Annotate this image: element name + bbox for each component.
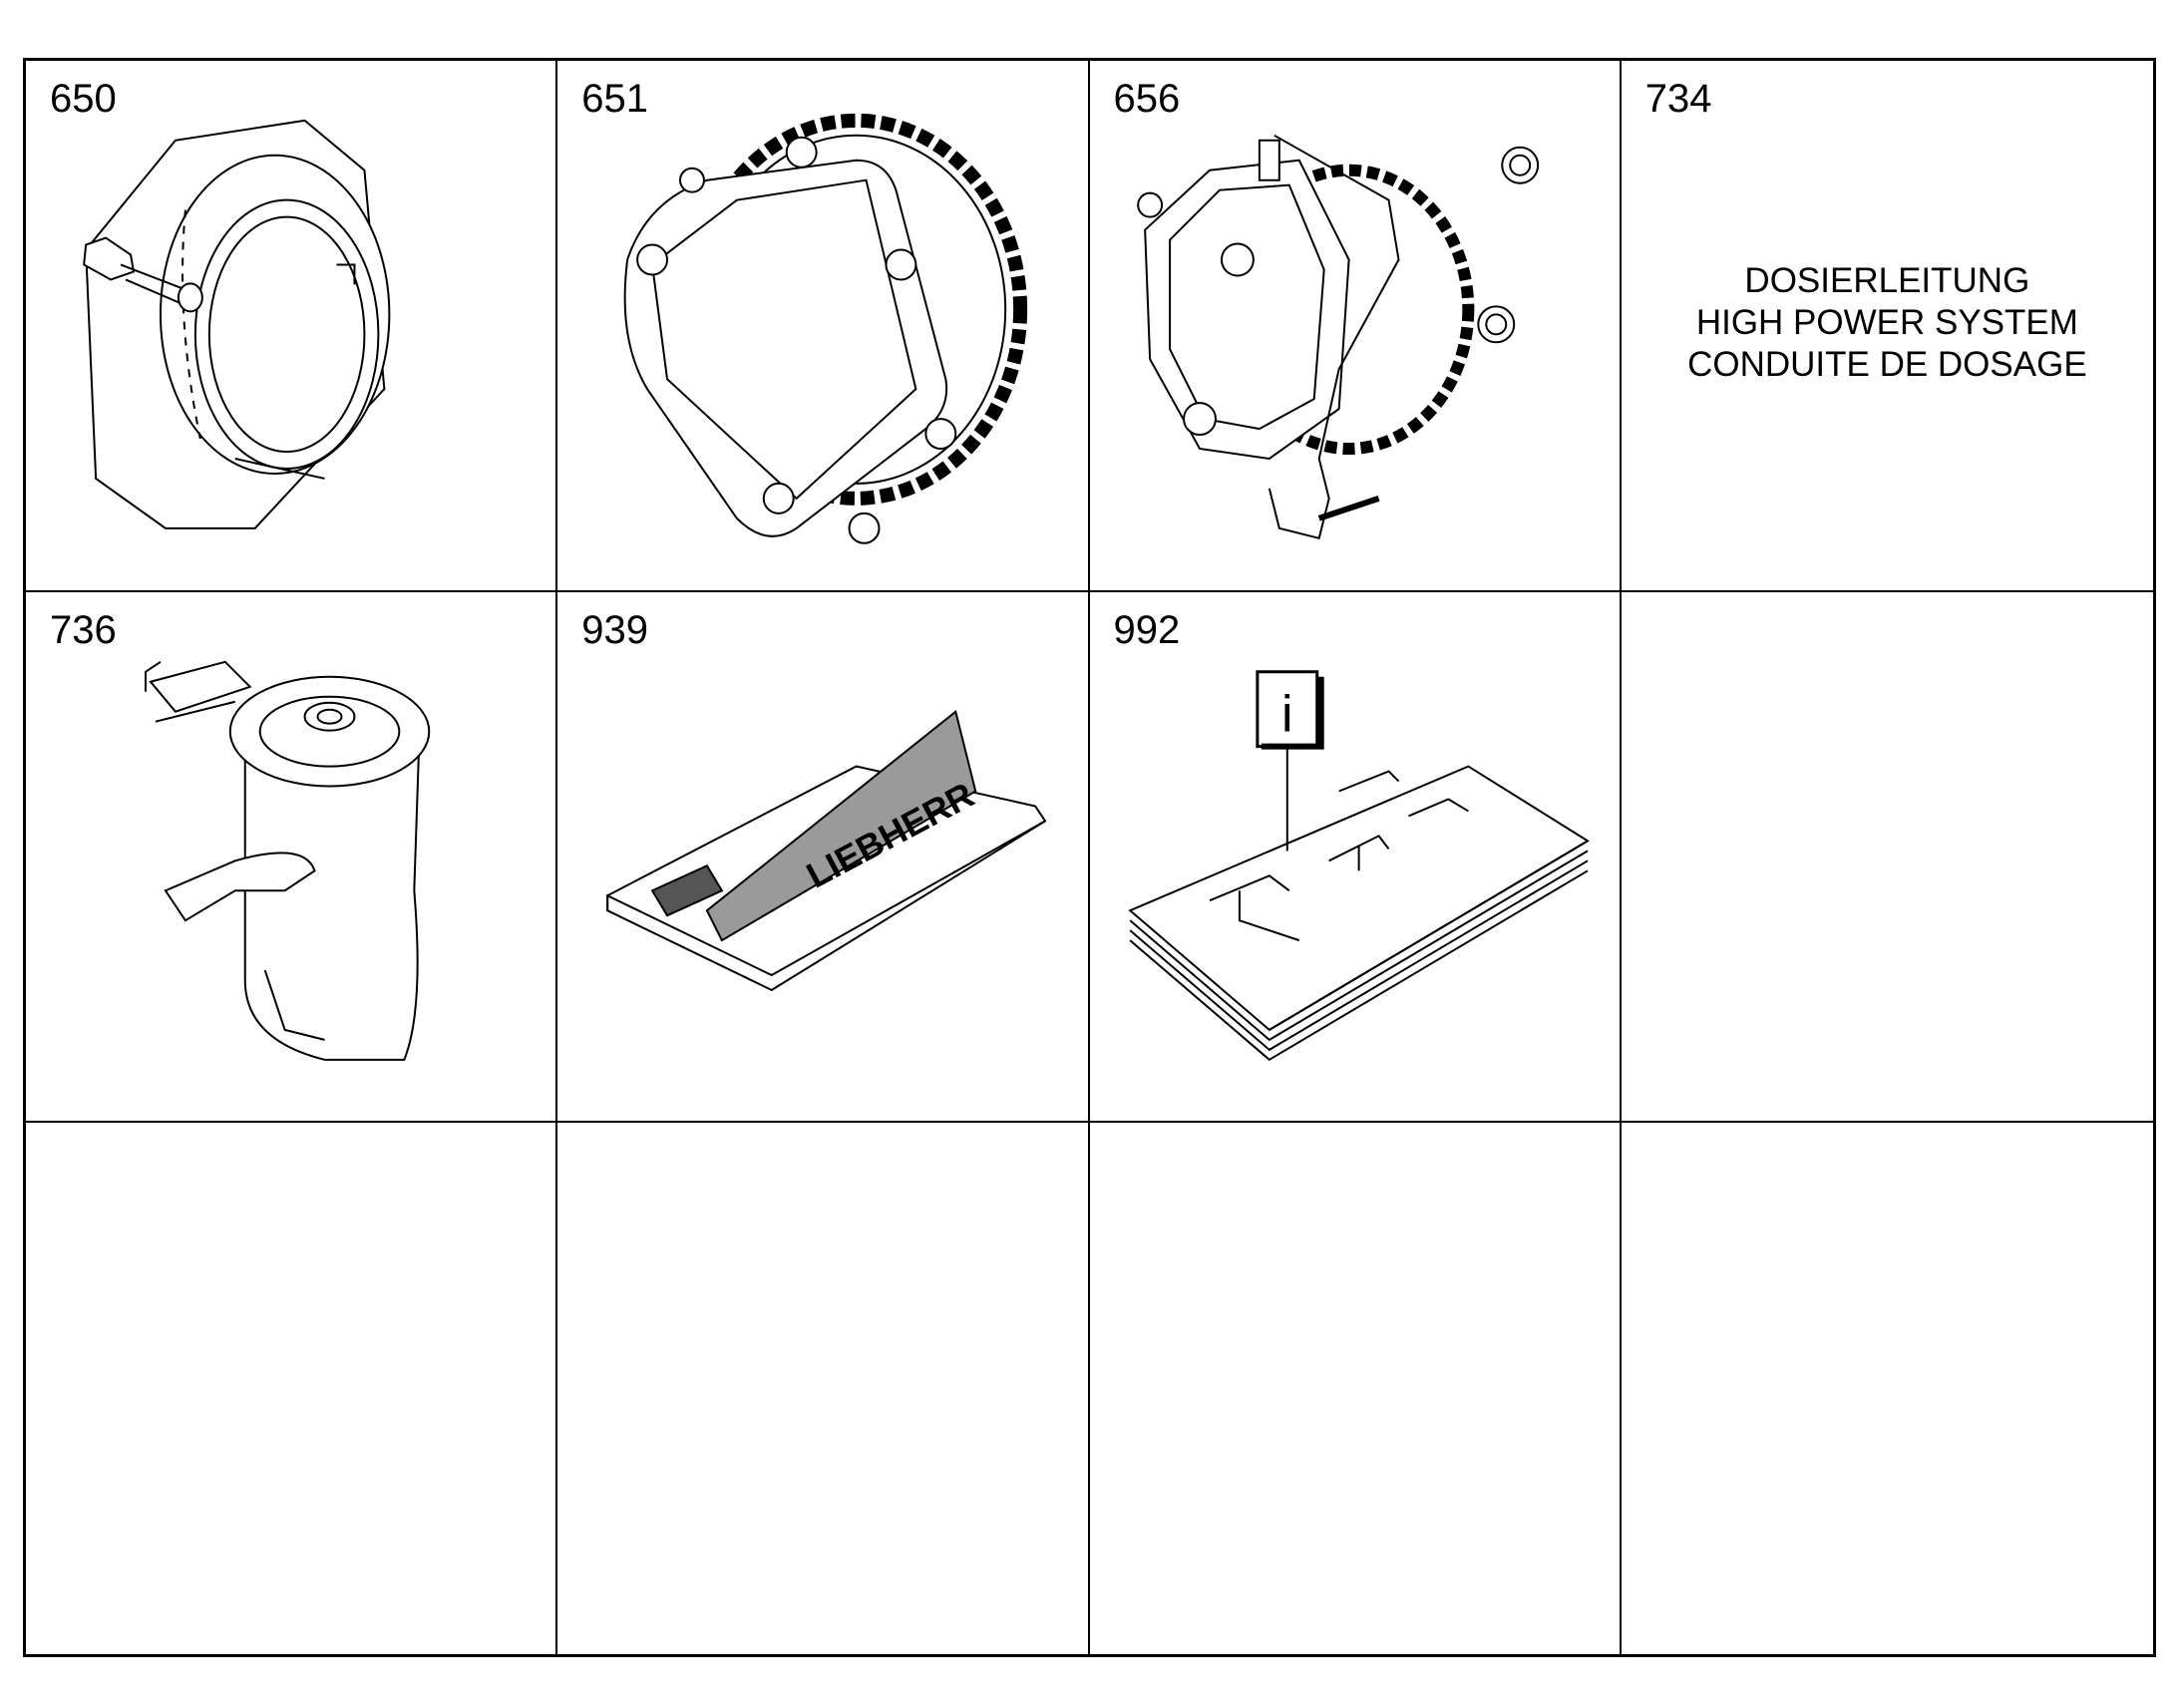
part-cell-734[interactable]: 734 DOSIERLEITUNG HIGH POWER SYSTEM COND…: [1621, 61, 2153, 592]
part-number: 651: [581, 77, 648, 121]
empty-cell: [26, 1123, 558, 1654]
part-cell-992[interactable]: 992 i: [1089, 591, 1622, 1124]
description-line-en: HIGH POWER SYSTEM: [1695, 303, 2078, 342]
liebherr-parts-box-icon: LIEBHERR: [557, 592, 1087, 1122]
part-number: 734: [1644, 77, 1712, 121]
part-cell-736[interactable]: 736: [26, 591, 558, 1124]
parts-grid: 650 651: [23, 58, 2156, 1657]
part-cell-939[interactable]: 939 LIEBHERR: [557, 591, 1090, 1124]
part-number: 939: [581, 607, 648, 652]
info-glyph: i: [1281, 684, 1293, 742]
empty-cell: [557, 1123, 1090, 1654]
part-cell-656[interactable]: 656: [1089, 61, 1622, 592]
empty-cell: [1090, 1123, 1622, 1654]
pump-assembly-icon: [1090, 61, 1620, 590]
documentation-info-icon: i: [1090, 592, 1620, 1122]
part-description: DOSIERLEITUNG HIGH POWER SYSTEM CONDUITE…: [1622, 260, 2153, 386]
empty-cell: [1622, 1123, 2153, 1654]
description-line-de: DOSIERLEITUNG: [1744, 261, 2030, 300]
gear-pump-cover-icon: [557, 61, 1087, 590]
part-number: 656: [1113, 77, 1181, 121]
empty-cell: [1621, 592, 2153, 1124]
part-cell-650[interactable]: 650: [26, 61, 558, 592]
bearing-housing-icon: [26, 61, 555, 590]
dosing-module-icon: [26, 592, 555, 1122]
part-cell-651[interactable]: 651: [557, 61, 1090, 592]
description-line-fr: CONDUITE DE DOSAGE: [1687, 345, 2087, 384]
part-number: 650: [50, 77, 117, 121]
part-number: 992: [1113, 607, 1181, 652]
part-number: 736: [50, 607, 117, 652]
